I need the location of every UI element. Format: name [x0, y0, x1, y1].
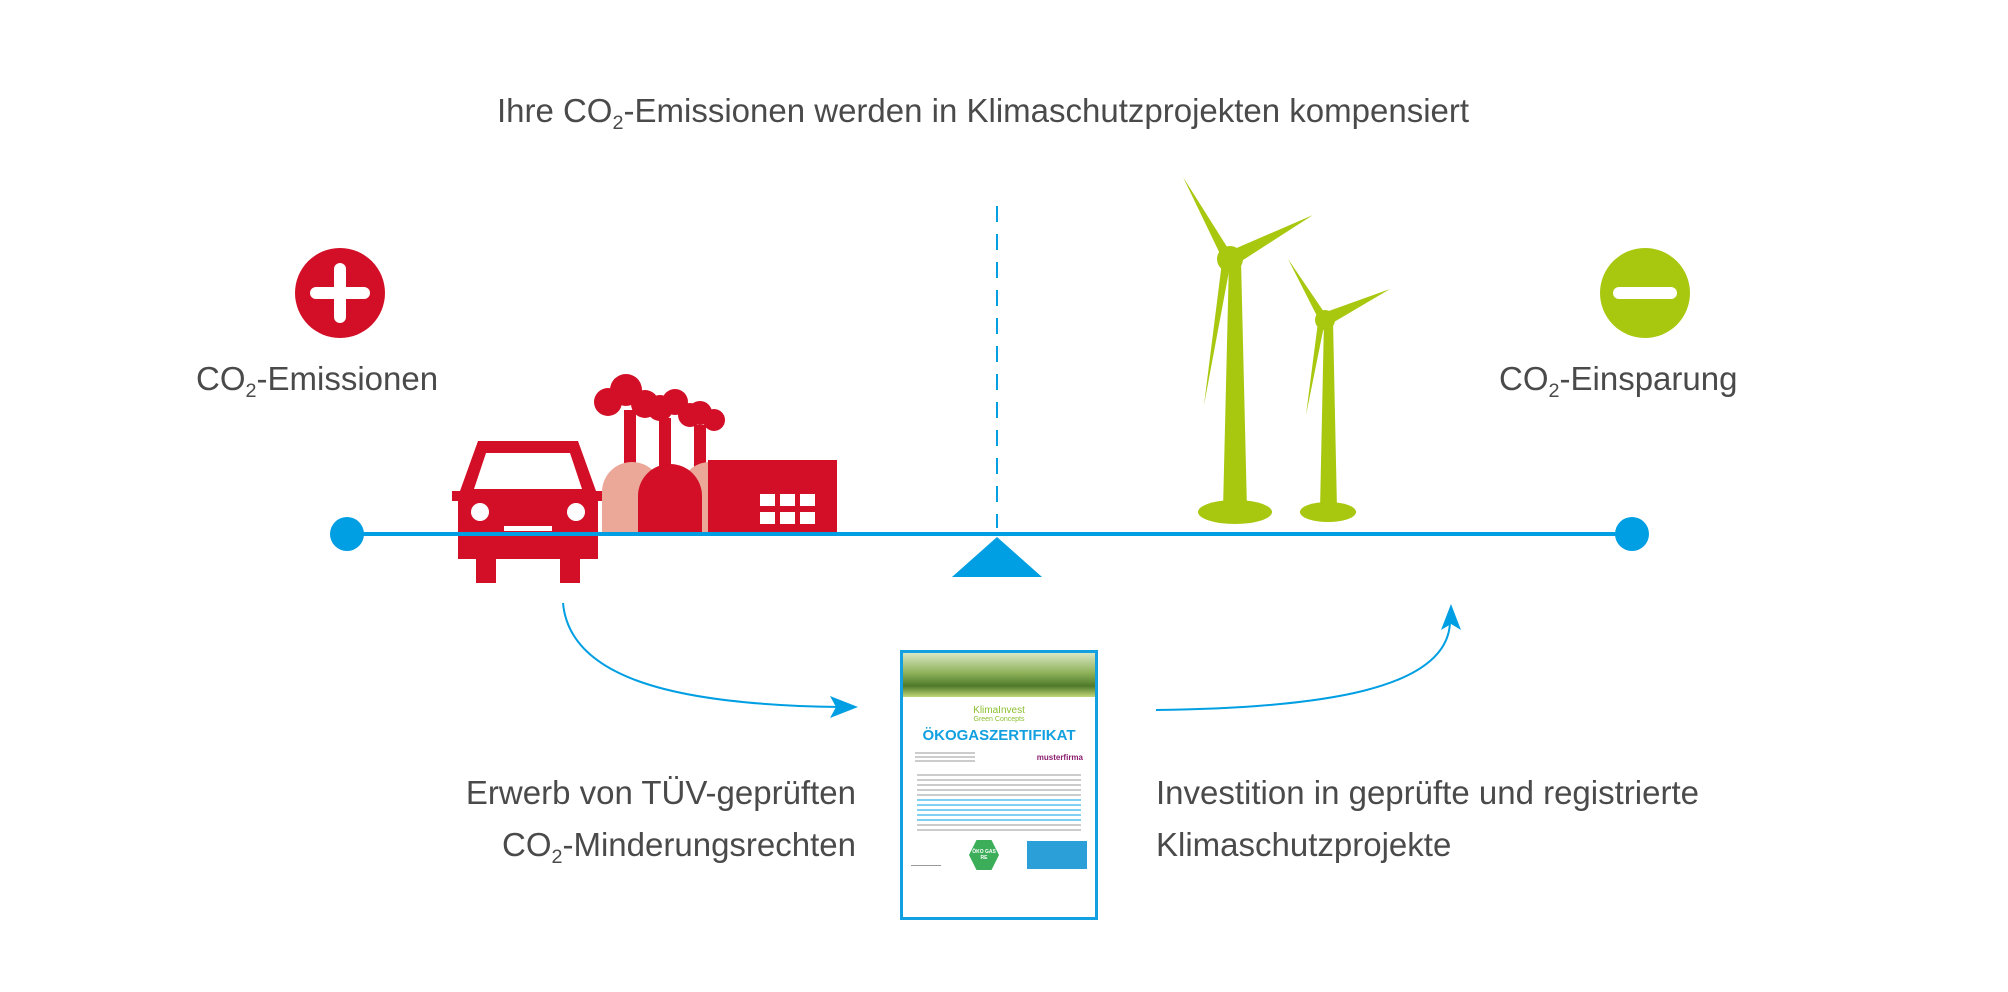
right-caption-line1: Investition in geprüfte und registrierte — [1156, 774, 1699, 811]
certificate-brand-sub: Green Concepts — [973, 716, 1025, 723]
certificate-image: KlimaInvest Green Concepts ÖKOGASZERTIFI… — [900, 650, 1098, 920]
right-caption-line2: Klimaschutzprojekte — [1156, 826, 1452, 863]
certificate-photo — [903, 653, 1095, 697]
co2-emissions-label: CO2-Emissionen — [196, 360, 439, 402]
arrow-right-icon — [1155, 604, 1461, 711]
qr-code-icon — [1027, 841, 1087, 869]
factory-icon — [594, 374, 837, 534]
plus-circle-icon — [295, 248, 385, 338]
beam-end-left — [330, 517, 364, 551]
minus-circle-icon — [1600, 248, 1690, 338]
beam-end-right — [1615, 517, 1649, 551]
left-caption-line2: CO2-Minderungsrechten — [501, 826, 856, 868]
car-icon — [452, 441, 604, 583]
wind-turbine-icon — [1183, 177, 1390, 524]
certificate-badge: ÖKO GAS RE — [969, 840, 999, 870]
left-caption-line1: Erwerb von TÜV-geprüften — [465, 774, 856, 811]
co2-savings-label: CO2-Einsparung — [1499, 360, 1738, 402]
certificate-company: musterfirma — [1036, 752, 1083, 762]
arrow-left-icon — [562, 602, 858, 718]
certificate-brand: KlimaInvest — [973, 705, 1025, 716]
certificate-heading: ÖKOGASZERTIFIKAT — [922, 727, 1076, 744]
fulcrum-triangle — [952, 537, 1042, 577]
page-title: Ihre CO2-Emissionen werden in Klimaschut… — [496, 92, 1470, 134]
